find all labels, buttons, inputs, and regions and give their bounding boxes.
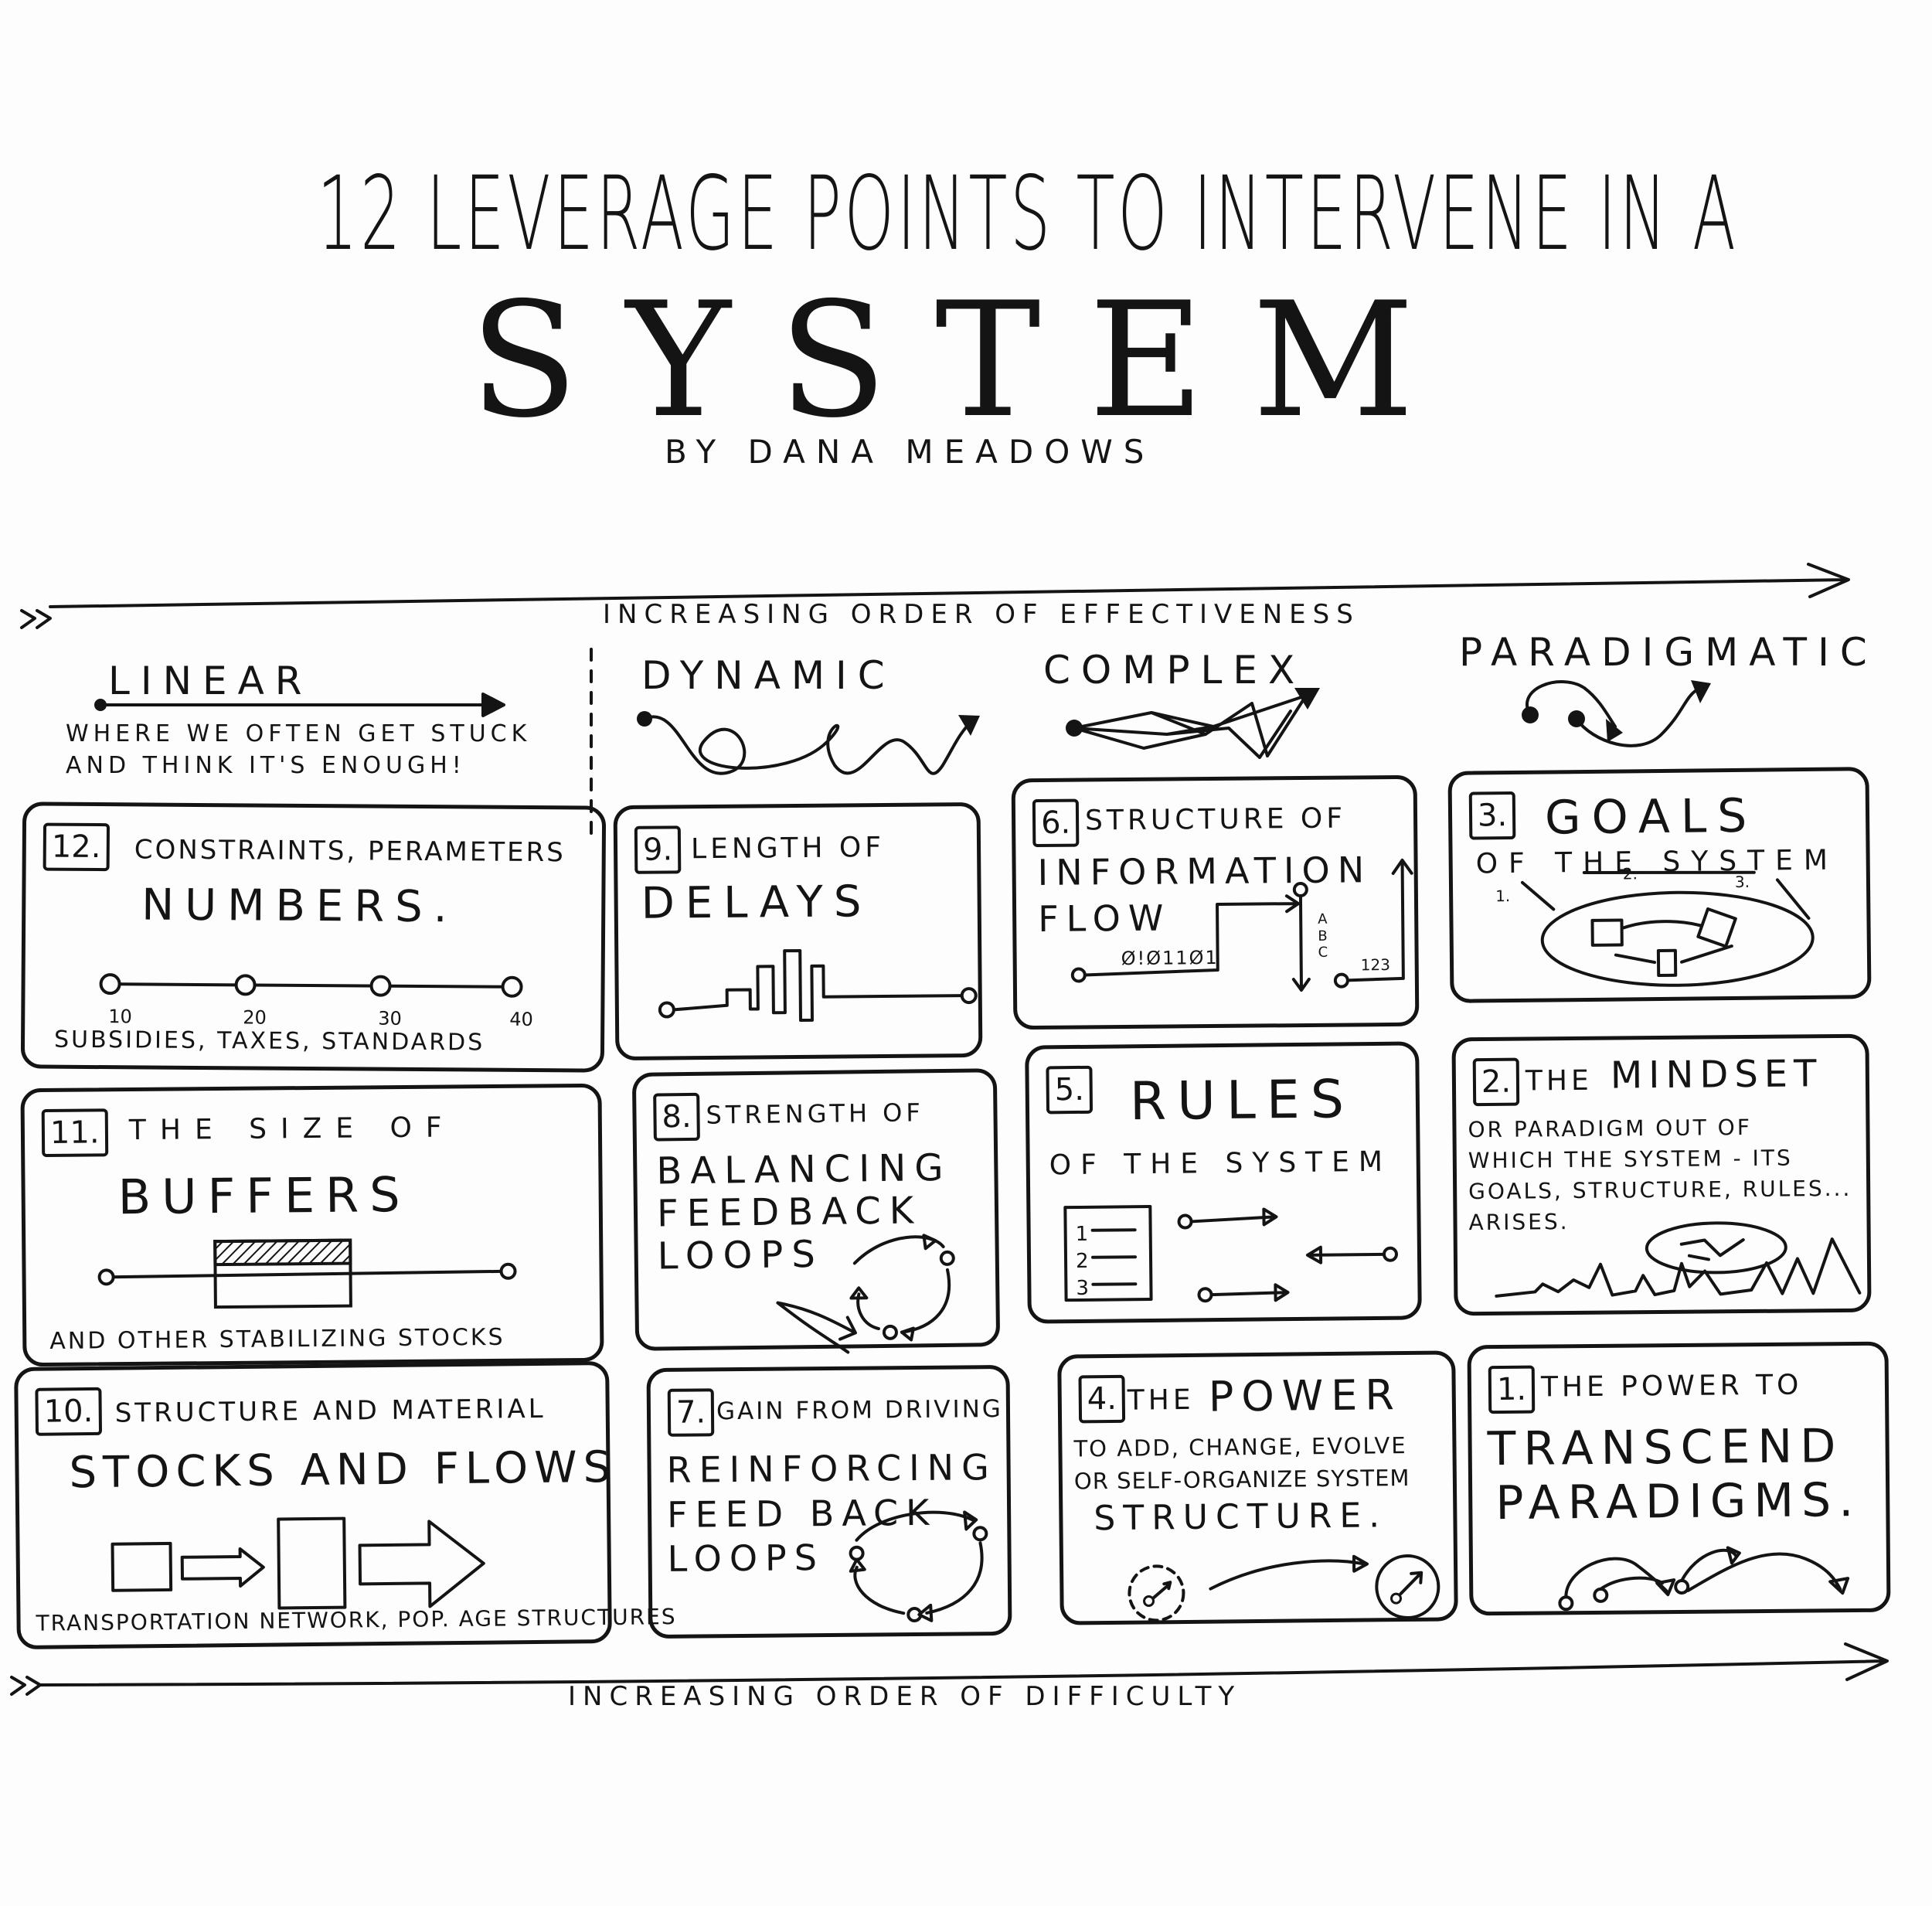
point-8-title-a: BALANCING	[656, 1145, 952, 1193]
delay-signal-icon	[658, 948, 978, 1022]
point-5-number: 5.	[1046, 1065, 1094, 1115]
dynamic-squiggle-icon	[637, 711, 980, 775]
point-2-line3: WHICH THE SYSTEM - ITS	[1468, 1145, 1793, 1174]
point-5-title: RULES	[1129, 1069, 1355, 1133]
point-11-footer: AND OTHER STABILIZING STOCKS	[49, 1323, 505, 1355]
point-9-number: 9.	[634, 825, 682, 874]
rule-index: 2	[1075, 1249, 1089, 1274]
rule-index: 3	[1076, 1276, 1090, 1301]
goal-mark: 1.	[1495, 887, 1511, 906]
point-4-number: 4.	[1078, 1374, 1126, 1424]
point-8-line1: STRENGTH OF	[706, 1098, 924, 1130]
linear-divider	[590, 648, 593, 836]
buffer-tank-icon	[97, 1238, 517, 1309]
byline: BY DANA MEADOWS	[665, 433, 1155, 471]
point-10-title: STOCKS AND FLOWS	[69, 1441, 617, 1499]
tick-label: 10	[108, 1006, 132, 1028]
point-11-title: BUFFERS	[117, 1166, 411, 1226]
information-flow-icon	[1070, 858, 1413, 992]
linear-arrow-icon	[94, 693, 505, 717]
point-4-line4: STRUCTURE.	[1094, 1496, 1388, 1539]
rule-index: 1	[1075, 1222, 1089, 1247]
point-6-line1: STRUCTURE OF	[1084, 802, 1347, 837]
point-9-title: DELAYS	[641, 876, 872, 929]
point-1-card: 1. THE POWER TO TRANSCEND PARADIGMS.	[1467, 1341, 1891, 1616]
point-2-title: MINDSET	[1610, 1052, 1823, 1098]
effectiveness-label: INCREASING ORDER OF EFFECTIVENESS	[603, 599, 1360, 630]
category-complex: COMPLEX	[1043, 648, 1306, 693]
point-2-line1a: THE	[1525, 1064, 1593, 1098]
point-8-card: 8. STRENGTH OF BALANCING FEEDBACK LOOPS	[631, 1068, 1001, 1354]
point-4-line2: TO ADD, CHANGE, EVOLVE	[1073, 1431, 1407, 1462]
category-linear: LINEAR	[108, 659, 313, 703]
tick-label: 40	[509, 1008, 533, 1030]
point-1-title-b: PARADIGMS.	[1495, 1472, 1862, 1531]
tick-label: 30	[378, 1007, 402, 1030]
point-12-title: NUMBERS.	[141, 880, 458, 933]
point-12-number: 12.	[43, 822, 110, 872]
goals-target-icon	[1520, 870, 1815, 987]
point-10-number: 10.	[35, 1387, 102, 1436]
nums-label: 123	[1360, 955, 1391, 975]
point-6-card: 6. STRUCTURE OF INFORMATION FLOW Ø!Ø11Ø1…	[1011, 774, 1420, 1030]
number-line-icon	[99, 973, 523, 998]
title-line: 12 LEVERAGE POINTS TO INTERVENE IN A	[317, 155, 1739, 274]
point-11-number: 11.	[41, 1108, 108, 1158]
point-2-line2: OR PARADIGM OUT OF	[1468, 1114, 1752, 1143]
transcend-arrows-icon	[1558, 1546, 1850, 1612]
point-10-card: 10. STRUCTURE AND MATERIAL STOCKS AND FL…	[14, 1360, 677, 1650]
abc-label: A B C	[1318, 910, 1328, 962]
bits-label: Ø!Ø11Ø1	[1121, 946, 1219, 970]
point-4-line1a: THE	[1127, 1384, 1195, 1417]
effectiveness-arrow	[20, 563, 1850, 629]
tick-label: 20	[243, 1006, 267, 1029]
point-7-title-a: REINFORCING	[666, 1446, 997, 1491]
point-3-title: GOALS	[1544, 788, 1758, 846]
point-7-number: 7.	[667, 1388, 715, 1437]
point-7-title-c: LOOPS	[667, 1537, 825, 1580]
system-title: SYSTEM	[469, 269, 1463, 453]
linear-note: WHERE WE OFTEN GET STUCK AND THINK IT'S …	[66, 720, 532, 779]
point-10-line1: STRUCTURE AND MATERIAL	[114, 1393, 546, 1429]
point-9-line1: LENGTH OF	[690, 832, 886, 866]
point-1-number: 1.	[1488, 1365, 1536, 1414]
point-8-number: 8.	[653, 1092, 701, 1142]
point-2-number: 2.	[1472, 1057, 1520, 1107]
point-12-footer: SUBSIDIES, TAXES, STANDARDS	[53, 1026, 485, 1057]
point-5-card: 5. RULES OF THE SYSTEM 1 2 3	[1025, 1041, 1422, 1324]
point-7-card: 7. GAIN FROM DRIVING REINFORCING FEED BA…	[646, 1364, 1012, 1639]
difficulty-label: INCREASING ORDER OF DIFFICULTY	[568, 1681, 1242, 1712]
stocks-flows-icon	[111, 1516, 485, 1610]
balancing-loop-icon	[776, 1234, 955, 1354]
point-3-number: 3.	[1468, 791, 1516, 840]
category-dynamic: DYNAMIC	[641, 653, 896, 698]
point-4-title: POWER	[1208, 1370, 1403, 1421]
goal-mark: 3.	[1734, 872, 1750, 891]
point-4-card: 4. THE POWER TO ADD, CHANGE, EVOLVE OR S…	[1057, 1350, 1458, 1625]
self-organize-icon	[1128, 1554, 1440, 1622]
point-6-number: 6.	[1032, 798, 1080, 848]
point-1-title-a: TRANSCEND	[1487, 1419, 1844, 1477]
difficulty-arrow	[10, 1642, 1889, 1696]
point-2-line4: GOALS, STRUCTURE, RULES...	[1468, 1175, 1852, 1205]
paradigmatic-loop-icon	[1522, 680, 1711, 747]
goal-mark: 2.	[1622, 864, 1638, 883]
reinforcing-loop-icon	[849, 1510, 988, 1623]
point-5-line2: OF THE SYSTEM	[1049, 1145, 1393, 1182]
rules-list-icon	[1063, 1204, 1398, 1303]
point-2-card: 2. THE MINDSET OR PARADIGM OUT OF WHICH …	[1451, 1033, 1872, 1316]
point-3-card: 3. GOALS OF THE SYSTEM 1. 2. 3.	[1447, 767, 1872, 1003]
point-9-card: 9. LENGTH OF DELAYS	[613, 802, 983, 1061]
point-11-card: 11. THE SIZE OF BUFFERS AND OTHER STABIL…	[20, 1083, 604, 1367]
point-12-card: 12. CONSTRAINTS, PERAMETERS NUMBERS. 10 …	[20, 802, 607, 1073]
category-paradigmatic: PARADIGMATIC	[1459, 630, 1878, 675]
point-4-line3: OR SELF-ORGANIZE SYSTEM	[1073, 1464, 1410, 1495]
point-1-line1: THE POWER TO	[1540, 1369, 1803, 1404]
complex-network-icon	[1066, 688, 1320, 759]
point-12-line1: CONSTRAINTS, PERAMETERS	[134, 834, 566, 869]
mindset-landscape-icon	[1495, 1221, 1862, 1298]
point-11-line1: THE SIZE OF	[128, 1111, 456, 1147]
point-7-line1: GAIN FROM DRIVING	[716, 1395, 1004, 1426]
